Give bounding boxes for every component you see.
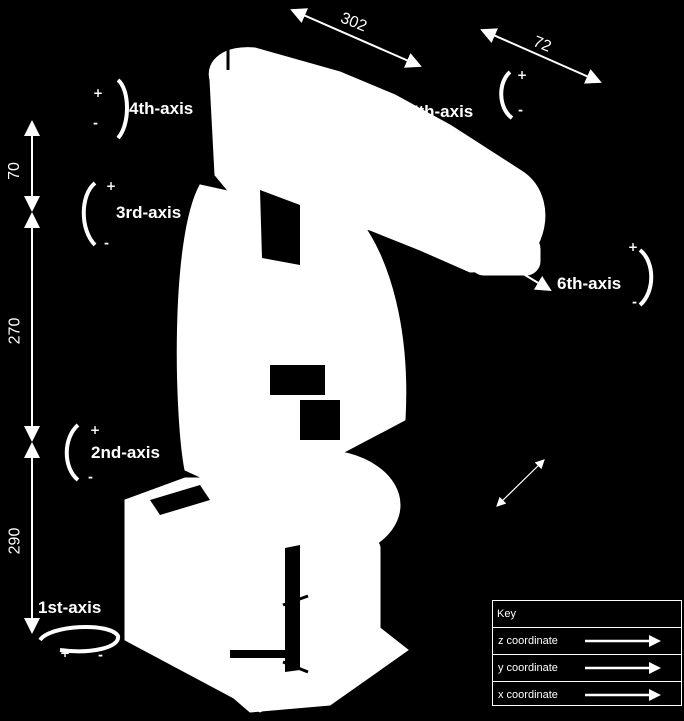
dim-290-label: 290: [6, 527, 24, 555]
robot-wrist: [469, 234, 541, 276]
axis5-label: 5th-axis: [409, 102, 474, 121]
dim-270-label: 270: [6, 317, 24, 345]
legend-arrow-y: [585, 662, 661, 674]
robot-upper-arm: [208, 47, 546, 273]
axis4-plus-sign: +: [93, 86, 104, 100]
axis5-minus-sign: -: [518, 103, 523, 117]
robot-shadow-2: [285, 545, 300, 672]
legend-arrow-x: [585, 689, 661, 701]
robot-shadow-5: [260, 190, 300, 265]
legend-row-x: x coordinate: [493, 682, 681, 708]
dim-70-label: 70: [5, 162, 23, 180]
robot-shadow-4: [300, 400, 340, 440]
axis6-rotation-icon: [638, 248, 654, 307]
axis4-rotation-icon: [116, 78, 129, 140]
axis1-label: 1st-axis: [38, 598, 102, 617]
axis6-direction-arrow: [519, 271, 552, 292]
legend-title: Key: [493, 601, 681, 628]
axis2-label: 2nd-axis: [91, 443, 160, 462]
axis1-plus-sign: +: [60, 646, 71, 660]
robot-shadow-6: [230, 650, 290, 658]
axis4-label: 4th-axis: [129, 99, 194, 118]
axis6-label: 6th-axis: [557, 274, 622, 293]
axis3-plus-sign: +: [106, 179, 117, 193]
axis5-plus-sign: +: [517, 68, 528, 82]
legend-label-x: x coordinate: [498, 689, 558, 701]
y-arrow-base: [282, 594, 309, 607]
x-arrow-base: [282, 660, 309, 674]
robot-lower-arm: [176, 184, 407, 501]
legend-label-z: z coordinate: [498, 635, 558, 647]
robot-shadow-1: [150, 485, 210, 515]
axis6-plus-sign: +: [628, 240, 639, 254]
axis4-minus-sign: -: [93, 116, 98, 130]
axis5-rotation-icon: [499, 70, 514, 120]
axis6-minus-sign: -: [632, 295, 637, 309]
robot-shadow-3: [270, 365, 325, 395]
axis2-minus-sign: -: [88, 470, 93, 484]
legend-arrow-z: [585, 635, 661, 647]
axis1-minus-sign: -: [98, 648, 103, 662]
axis2-plus-sign: +: [90, 423, 101, 437]
axis3-minus-sign: -: [104, 236, 109, 250]
x-direction-indicator: [496, 459, 545, 507]
axis3-label: 3rd-axis: [116, 203, 182, 222]
legend-row-y: y coordinate: [493, 655, 681, 682]
axis2-rotation-icon: [64, 423, 80, 482]
dim-72-line: [480, 28, 602, 84]
legend-label-y: y coordinate: [498, 662, 558, 674]
axis1-rotation-icon: [38, 625, 120, 654]
dim-302-line: [290, 8, 422, 68]
legend-row-z: z coordinate: [493, 628, 681, 655]
axis3-rotation-icon: [81, 181, 97, 247]
legend-key: Key z coordinate y coordinate x coordina…: [492, 600, 682, 706]
